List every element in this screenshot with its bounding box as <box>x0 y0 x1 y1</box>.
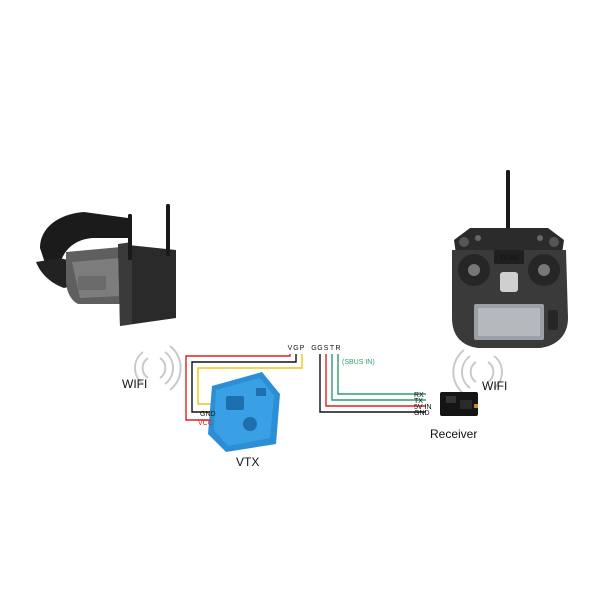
pin-label: T <box>330 345 335 352</box>
pin-label: P <box>300 345 305 352</box>
wire-rx-rx <box>337 354 426 395</box>
wire-video <box>197 354 303 405</box>
pin-label: S <box>324 345 329 352</box>
vtx-label: VTX <box>236 455 259 469</box>
pin-label: G <box>311 345 316 352</box>
wire-5v-rx <box>325 354 426 407</box>
pin-header: V G P G G S T R <box>288 345 341 352</box>
wire-vcc <box>185 354 291 421</box>
wire-gnd-vtx <box>191 354 297 413</box>
rx-pin-label: TX <box>414 398 423 405</box>
pin-label: R <box>335 345 340 352</box>
rx-pin-label: RX <box>414 392 424 399</box>
wifi-signal-icon-right <box>452 349 503 395</box>
rx-pin-label: GND <box>414 410 430 417</box>
wifi-label-left: WIFI <box>122 377 147 391</box>
pin-label: V <box>288 345 293 352</box>
pin-label: G <box>317 345 322 352</box>
wifi-label-right: WIFI <box>482 379 507 393</box>
fpv-goggles <box>36 204 176 326</box>
receiver-label: Receiver <box>430 427 477 441</box>
pin-label: G <box>293 345 298 352</box>
vtx-module <box>208 372 280 452</box>
vtx-vcc-label: VCC <box>198 420 213 427</box>
wire-gnd-rx <box>319 354 426 413</box>
radio-brand-label: TX16S <box>500 256 518 262</box>
rx-pin-labels: RX TX 5V IN GND <box>414 392 432 417</box>
sbus-in-label: (SBUS IN) <box>342 359 375 366</box>
wire-tx-rx <box>331 354 426 401</box>
wifi-signal-icon-left <box>134 345 182 391</box>
radio-transmitter: TX16S <box>452 170 568 348</box>
vtx-gnd-label: GND <box>200 411 216 418</box>
receiver-module <box>440 392 478 416</box>
rx-pin-label: 5V IN <box>414 404 432 411</box>
